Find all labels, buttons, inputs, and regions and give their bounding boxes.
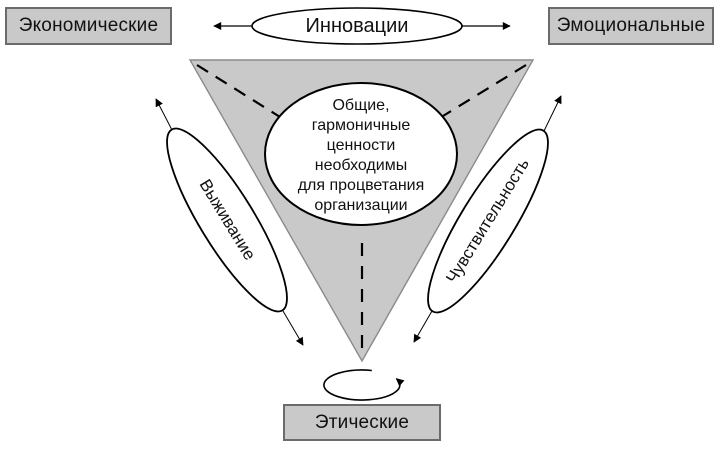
dashed-connector-left [196,64,281,118]
innovation-label: Инновации [305,15,409,37]
label-box-ethical: Этические [283,404,441,441]
dashed-connector-right [442,64,527,117]
center-values-text: Общие, гармоничные ценности необходимы д… [297,97,425,214]
sensitivity-bottom-arrow [413,310,433,343]
survival-bottom-arrow [282,310,304,346]
rotation-arrow-icon [323,369,405,401]
sensitivity-ellipse [427,128,549,314]
sensitivity-top-arrow [543,95,562,132]
innovation-ellipse [251,7,463,45]
label-box-emotional: Эмоциональные [548,7,714,45]
survival-ellipse [166,127,288,313]
label-box-economic: Экономические [5,7,172,45]
survival-top-arrow [155,98,173,131]
center-values-ellipse [264,82,458,226]
